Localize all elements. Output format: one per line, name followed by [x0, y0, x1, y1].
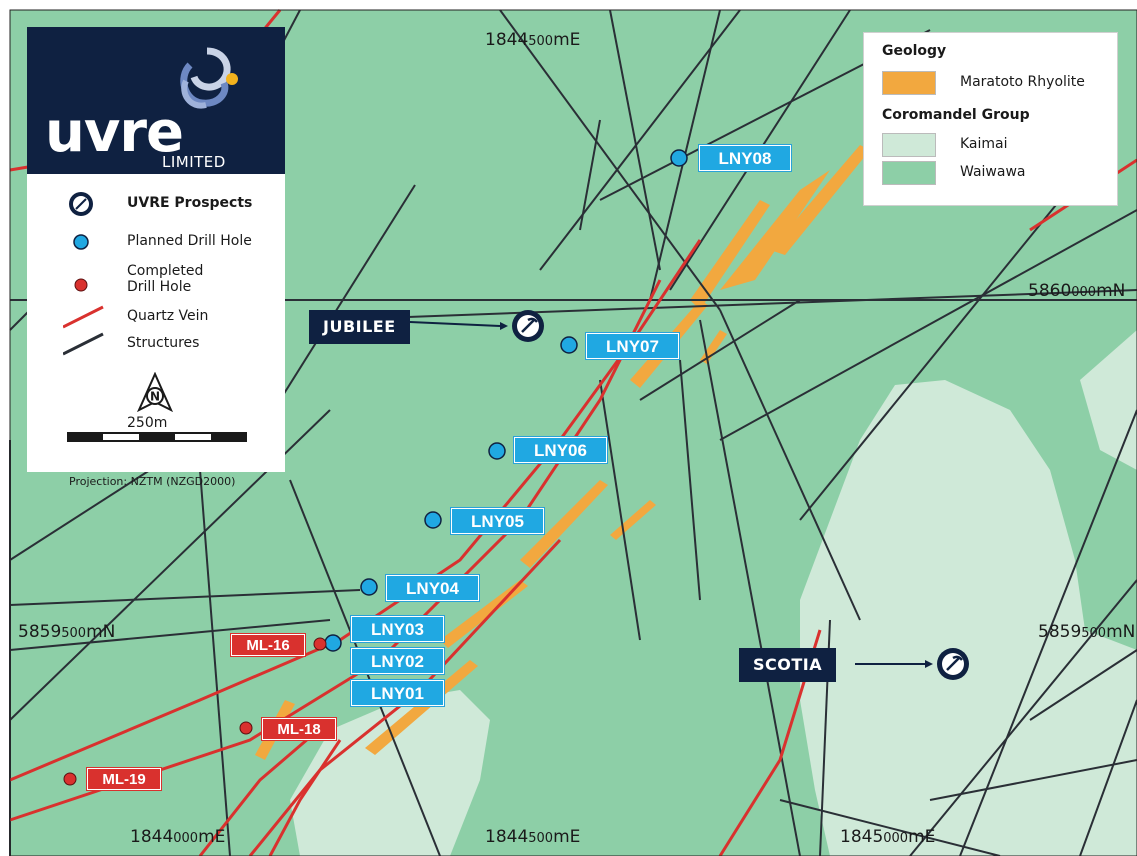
- coord-bottom-easting-1: 1844000mE: [130, 827, 225, 847]
- legend-item-completed: Completed Drill Hole: [27, 263, 285, 303]
- geology-title: Geology: [882, 43, 947, 59]
- hole-label-lny04: LNY04: [385, 574, 480, 602]
- coord-bottom-easting-2: 1844500mE: [485, 827, 580, 847]
- coord-northing-right: 5859500mN: [1038, 622, 1135, 642]
- planned-hole-icon: [73, 234, 89, 250]
- coord-northing-left: 5859500mN: [18, 622, 115, 642]
- logo-wordmark: uvre: [45, 100, 184, 165]
- swatch-waiwawa: [882, 161, 936, 185]
- hole-label-ml18: ML-18: [261, 717, 337, 741]
- legend-item-structures: Structures: [27, 332, 285, 356]
- legend-label-vein: Quartz Vein: [127, 308, 209, 324]
- planned-drill-hole-dots: [324, 149, 688, 652]
- hole-label-lny08: LNY08: [698, 144, 792, 172]
- hole-label-lny01: LNY01: [350, 679, 445, 707]
- logo-block: uvre LIMITED: [27, 27, 285, 174]
- swatch-rhyolite: [882, 71, 936, 95]
- legend-label-completed: Completed Drill Hole: [127, 263, 204, 295]
- hole-label-lny05: LNY05: [450, 507, 545, 535]
- logo-subtitle: LIMITED: [162, 153, 226, 171]
- label-rhyolite: Maratoto Rhyolite: [960, 74, 1085, 90]
- legend-item-prospects: UVRE Prospects: [27, 192, 285, 216]
- projection-label: Projection: NZTM (NZGD2000): [69, 475, 236, 488]
- kaimai-area-east: [800, 380, 1137, 856]
- hole-label-ml19: ML-19: [86, 767, 162, 791]
- north-arrow-icon: N: [137, 372, 173, 412]
- prospect-label-jubilee: JUBILEE: [309, 310, 410, 344]
- scale-label: 250m: [127, 415, 168, 431]
- svg-text:N: N: [150, 390, 160, 404]
- completed-drill-hole-dots: [63, 637, 327, 786]
- completed-hole-icon: [74, 278, 88, 292]
- kaimai-area-northeast: [1080, 330, 1137, 470]
- hole-label-lny07: LNY07: [585, 332, 680, 360]
- legend-label-prospects: UVRE Prospects: [127, 195, 253, 211]
- uvre-logo-mark-icon: [180, 47, 238, 109]
- hole-label-lny06: LNY06: [513, 436, 608, 464]
- hole-label-lny02: LNY02: [350, 647, 445, 675]
- coord-northing-top: 5860000mN: [1028, 281, 1125, 301]
- hole-label-ml16: ML-16: [230, 633, 306, 657]
- label-kaimai: Kaimai: [960, 136, 1008, 152]
- scotia-prospect-icon: [937, 648, 969, 680]
- quartz-vein-icon: [63, 305, 104, 329]
- coord-top-easting: 1844500mE: [485, 30, 580, 50]
- jubilee-prospect-icon: [512, 310, 544, 342]
- legend-label-structures: Structures: [127, 335, 200, 351]
- coord-bottom-easting-3: 1845000mE: [840, 827, 935, 847]
- prospect-icon: [69, 192, 93, 216]
- kaimai-area-south: [290, 690, 490, 856]
- legend-item-vein: Quartz Vein: [27, 305, 285, 329]
- label-waiwawa: Waiwawa: [960, 164, 1026, 180]
- structure-line-icon: [63, 332, 104, 356]
- swatch-kaimai: [882, 133, 936, 157]
- legend-label-planned: Planned Drill Hole: [127, 233, 252, 249]
- prospect-label-scotia: SCOTIA: [739, 648, 837, 682]
- geology-legend: Geology Maratoto Rhyolite Coromandel Gro…: [863, 32, 1118, 206]
- coromandel-group-title: Coromandel Group: [882, 107, 1030, 123]
- hole-label-lny03: LNY03: [350, 615, 445, 643]
- scale-bar: [67, 432, 247, 442]
- legend-item-planned: Planned Drill Hole: [27, 230, 285, 254]
- legend-panel: uvre LIMITED UVRE Prospects Planned Dril…: [27, 27, 285, 488]
